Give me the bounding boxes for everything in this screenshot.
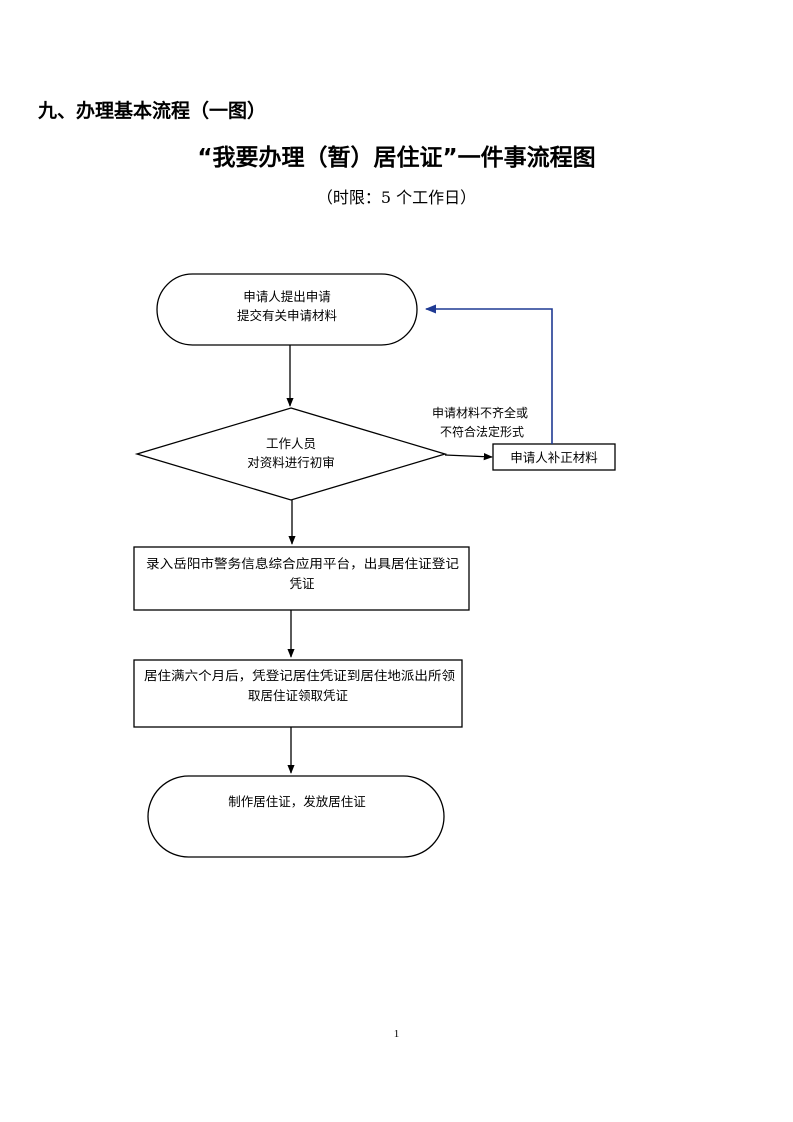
start-terminator	[156, 273, 418, 346]
end-label: 制作居住证，发放居住证	[228, 794, 366, 809]
collect-label-line2: 取居住证领取凭证	[248, 688, 349, 703]
start-label-line1: 申请人提出申请	[243, 289, 331, 304]
end-terminator	[147, 775, 445, 858]
register-box	[133, 546, 470, 611]
arrow-review-to-supplement	[444, 453, 493, 461]
start-label-line2: 提交有关申请材料	[237, 308, 338, 323]
arrow-supplement-to-start	[424, 304, 553, 444]
reject-condition-line1: 申请材料不齐全或	[432, 405, 528, 420]
document-title: “我要办理（暂）居住证”一件事流程图	[197, 145, 596, 171]
supplement-box	[492, 443, 616, 471]
section-heading: 九、办理基本流程（一图）	[38, 100, 267, 122]
document-subtitle: （时限：5 个工作日）	[316, 188, 477, 207]
page-number: 1	[393, 1028, 400, 1040]
review-label-line2: 对资料进行初审	[247, 455, 335, 470]
collect-label-line1: 居住满六个月后，凭登记居住凭证到居住地派出所领	[144, 668, 456, 683]
register-label-line1: 录入岳阳市警务信息综合应用平台，出具居住证登记	[146, 556, 460, 571]
review-decision-diamond	[134, 407, 448, 501]
register-label-line2: 凭证	[289, 576, 315, 591]
reject-condition-line2: 不符合法定形式	[440, 424, 524, 439]
review-label-line1: 工作人员	[266, 436, 316, 451]
supplement-label: 申请人补正材料	[510, 450, 598, 465]
collect-box	[133, 659, 463, 728]
